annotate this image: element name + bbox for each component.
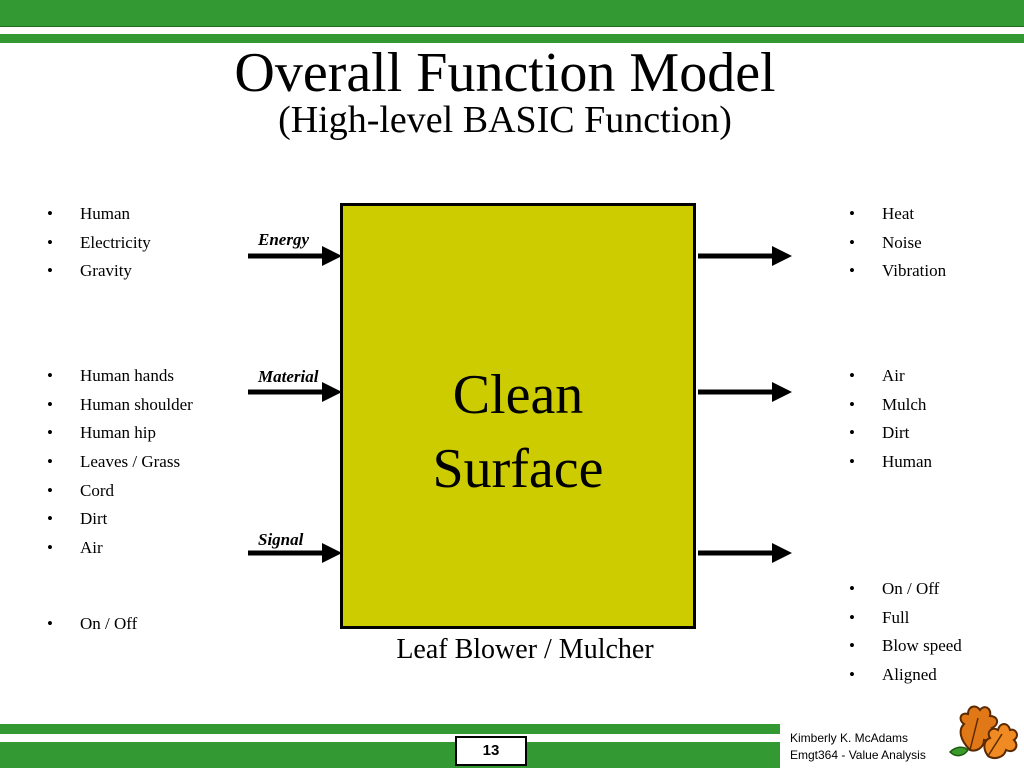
list-item-label: Full bbox=[882, 607, 910, 627]
list-item: • Human bbox=[846, 448, 932, 477]
list-item-label: Electricity bbox=[80, 232, 151, 252]
list-item: • Aligned bbox=[846, 661, 962, 690]
bullet-icon: • bbox=[47, 423, 53, 443]
list-item: • Human bbox=[44, 200, 151, 229]
bullet-icon: • bbox=[47, 261, 53, 281]
list-item: • On / Off bbox=[44, 610, 137, 639]
list-item: • Human hip bbox=[44, 419, 193, 448]
list-item: • Electricity bbox=[44, 229, 151, 258]
bullet-icon: • bbox=[849, 394, 855, 414]
list-item: • Dirt bbox=[44, 505, 193, 534]
function-label: Clean Surface bbox=[340, 358, 696, 506]
bullet-icon: • bbox=[849, 579, 855, 598]
list-item-label: Vibration bbox=[882, 261, 947, 281]
list-item: • Mulch bbox=[846, 391, 932, 420]
footer-text: Kimberly K. McAdams Emgt364 - Value Anal… bbox=[790, 730, 926, 764]
list-item: • Human hands bbox=[44, 362, 193, 391]
input-material-list: • Human hands • Human shoulder • Human hip • Le… bbox=[44, 362, 193, 563]
list-item: • Dirt bbox=[846, 419, 932, 448]
input-energy-list: • Human • Electricity • Gravity bbox=[44, 200, 151, 286]
bullet-icon: • bbox=[47, 394, 53, 414]
list-item-label: On / Off bbox=[882, 579, 940, 598]
bullet-icon: • bbox=[849, 204, 855, 223]
bullet-icon: • bbox=[849, 261, 855, 281]
bullet-icon: • bbox=[849, 607, 855, 627]
list-item-label: On / Off bbox=[80, 614, 138, 633]
list-item-label: Leaves / Grass bbox=[80, 452, 181, 472]
list-item: • Full bbox=[846, 604, 962, 633]
list-item-label: Human shoulder bbox=[80, 394, 193, 414]
footer-band-bottom bbox=[0, 742, 780, 768]
list-item-label: Air bbox=[882, 366, 905, 385]
list-item: • Leaves / Grass bbox=[44, 448, 193, 477]
list-item-label: Air bbox=[80, 538, 103, 558]
output-energy-list: • Heat • Noise • Vibration bbox=[846, 200, 946, 286]
bullet-icon: • bbox=[47, 538, 53, 558]
input-arrow-signal bbox=[248, 543, 342, 563]
list-item: • Cord bbox=[44, 477, 193, 506]
flow-label-signal: Signal bbox=[258, 530, 304, 549]
header-band-thin bbox=[0, 34, 1024, 43]
list-item: • Heat bbox=[846, 200, 946, 229]
output-arrow-signal bbox=[698, 543, 792, 563]
bullet-icon: • bbox=[849, 232, 855, 252]
flow-label-energy: Energy bbox=[258, 230, 309, 249]
flow-label-material: Material bbox=[258, 367, 319, 386]
function-caption: Leaf Blower / Mulcher bbox=[396, 634, 654, 665]
list-item: • Air bbox=[846, 362, 932, 391]
list-item: • On / Off bbox=[846, 575, 962, 604]
footer-author: Kimberly K. McAdams bbox=[790, 731, 909, 745]
footer-course: Emgt364 - Value Analysis bbox=[790, 748, 926, 762]
bullet-icon: • bbox=[47, 452, 53, 472]
list-item-label: Mulch bbox=[882, 394, 927, 414]
bullet-icon: • bbox=[849, 636, 855, 656]
input-arrow-material bbox=[248, 382, 342, 402]
list-item-label: Dirt bbox=[80, 509, 108, 529]
list-item-label: Blow speed bbox=[882, 636, 962, 656]
input-arrow-energy bbox=[248, 246, 342, 266]
header-band-top bbox=[0, 0, 1024, 27]
list-item: • Vibration bbox=[846, 257, 946, 286]
list-item-label: Gravity bbox=[80, 261, 132, 281]
list-item-label: Dirt bbox=[882, 423, 910, 443]
list-item: • Air bbox=[44, 534, 193, 563]
bullet-icon: • bbox=[47, 480, 53, 500]
list-item: • Blow speed bbox=[846, 632, 962, 661]
list-item-label: Heat bbox=[882, 204, 915, 223]
bullet-icon: • bbox=[849, 366, 855, 385]
bullet-icon: • bbox=[849, 452, 855, 472]
page-number: 13 bbox=[455, 736, 527, 766]
slide-title: Overall Function Model bbox=[234, 42, 776, 104]
list-item: • Human shoulder bbox=[44, 391, 193, 420]
list-item-label: Human bbox=[882, 452, 933, 472]
output-signal-list: • On / Off • Full • Blow speed • Aligned bbox=[846, 575, 962, 690]
list-item-label: Human bbox=[80, 204, 131, 223]
list-item-label: Noise bbox=[882, 232, 922, 252]
bullet-icon: • bbox=[47, 366, 53, 385]
function-box bbox=[340, 203, 696, 629]
list-item-label: Human hands bbox=[80, 366, 174, 385]
output-arrow-energy bbox=[698, 246, 792, 266]
output-material-list: • Air • Mulch • Dirt • Human bbox=[846, 362, 932, 477]
list-item: • Noise bbox=[846, 229, 946, 258]
bullet-icon: • bbox=[47, 509, 53, 529]
output-arrow-material bbox=[698, 382, 792, 402]
bullet-icon: • bbox=[47, 232, 53, 252]
bullet-icon: • bbox=[849, 665, 855, 685]
slide-subtitle: (High-level BASIC Function) bbox=[278, 99, 732, 141]
bullet-icon: • bbox=[47, 614, 53, 633]
oak-leaf-icon bbox=[948, 705, 1018, 759]
list-item: • Gravity bbox=[44, 257, 151, 286]
list-item-label: Aligned bbox=[882, 665, 937, 685]
input-signal-list: • On / Off bbox=[44, 610, 137, 639]
list-item-label: Cord bbox=[80, 480, 114, 500]
function-label-line1: Clean bbox=[452, 364, 584, 426]
function-label-line2: Surface bbox=[432, 438, 604, 500]
list-item-label: Human hip bbox=[80, 423, 157, 443]
footer-band-thin bbox=[0, 724, 780, 734]
bullet-icon: • bbox=[849, 423, 855, 443]
bullet-icon: • bbox=[47, 204, 53, 223]
